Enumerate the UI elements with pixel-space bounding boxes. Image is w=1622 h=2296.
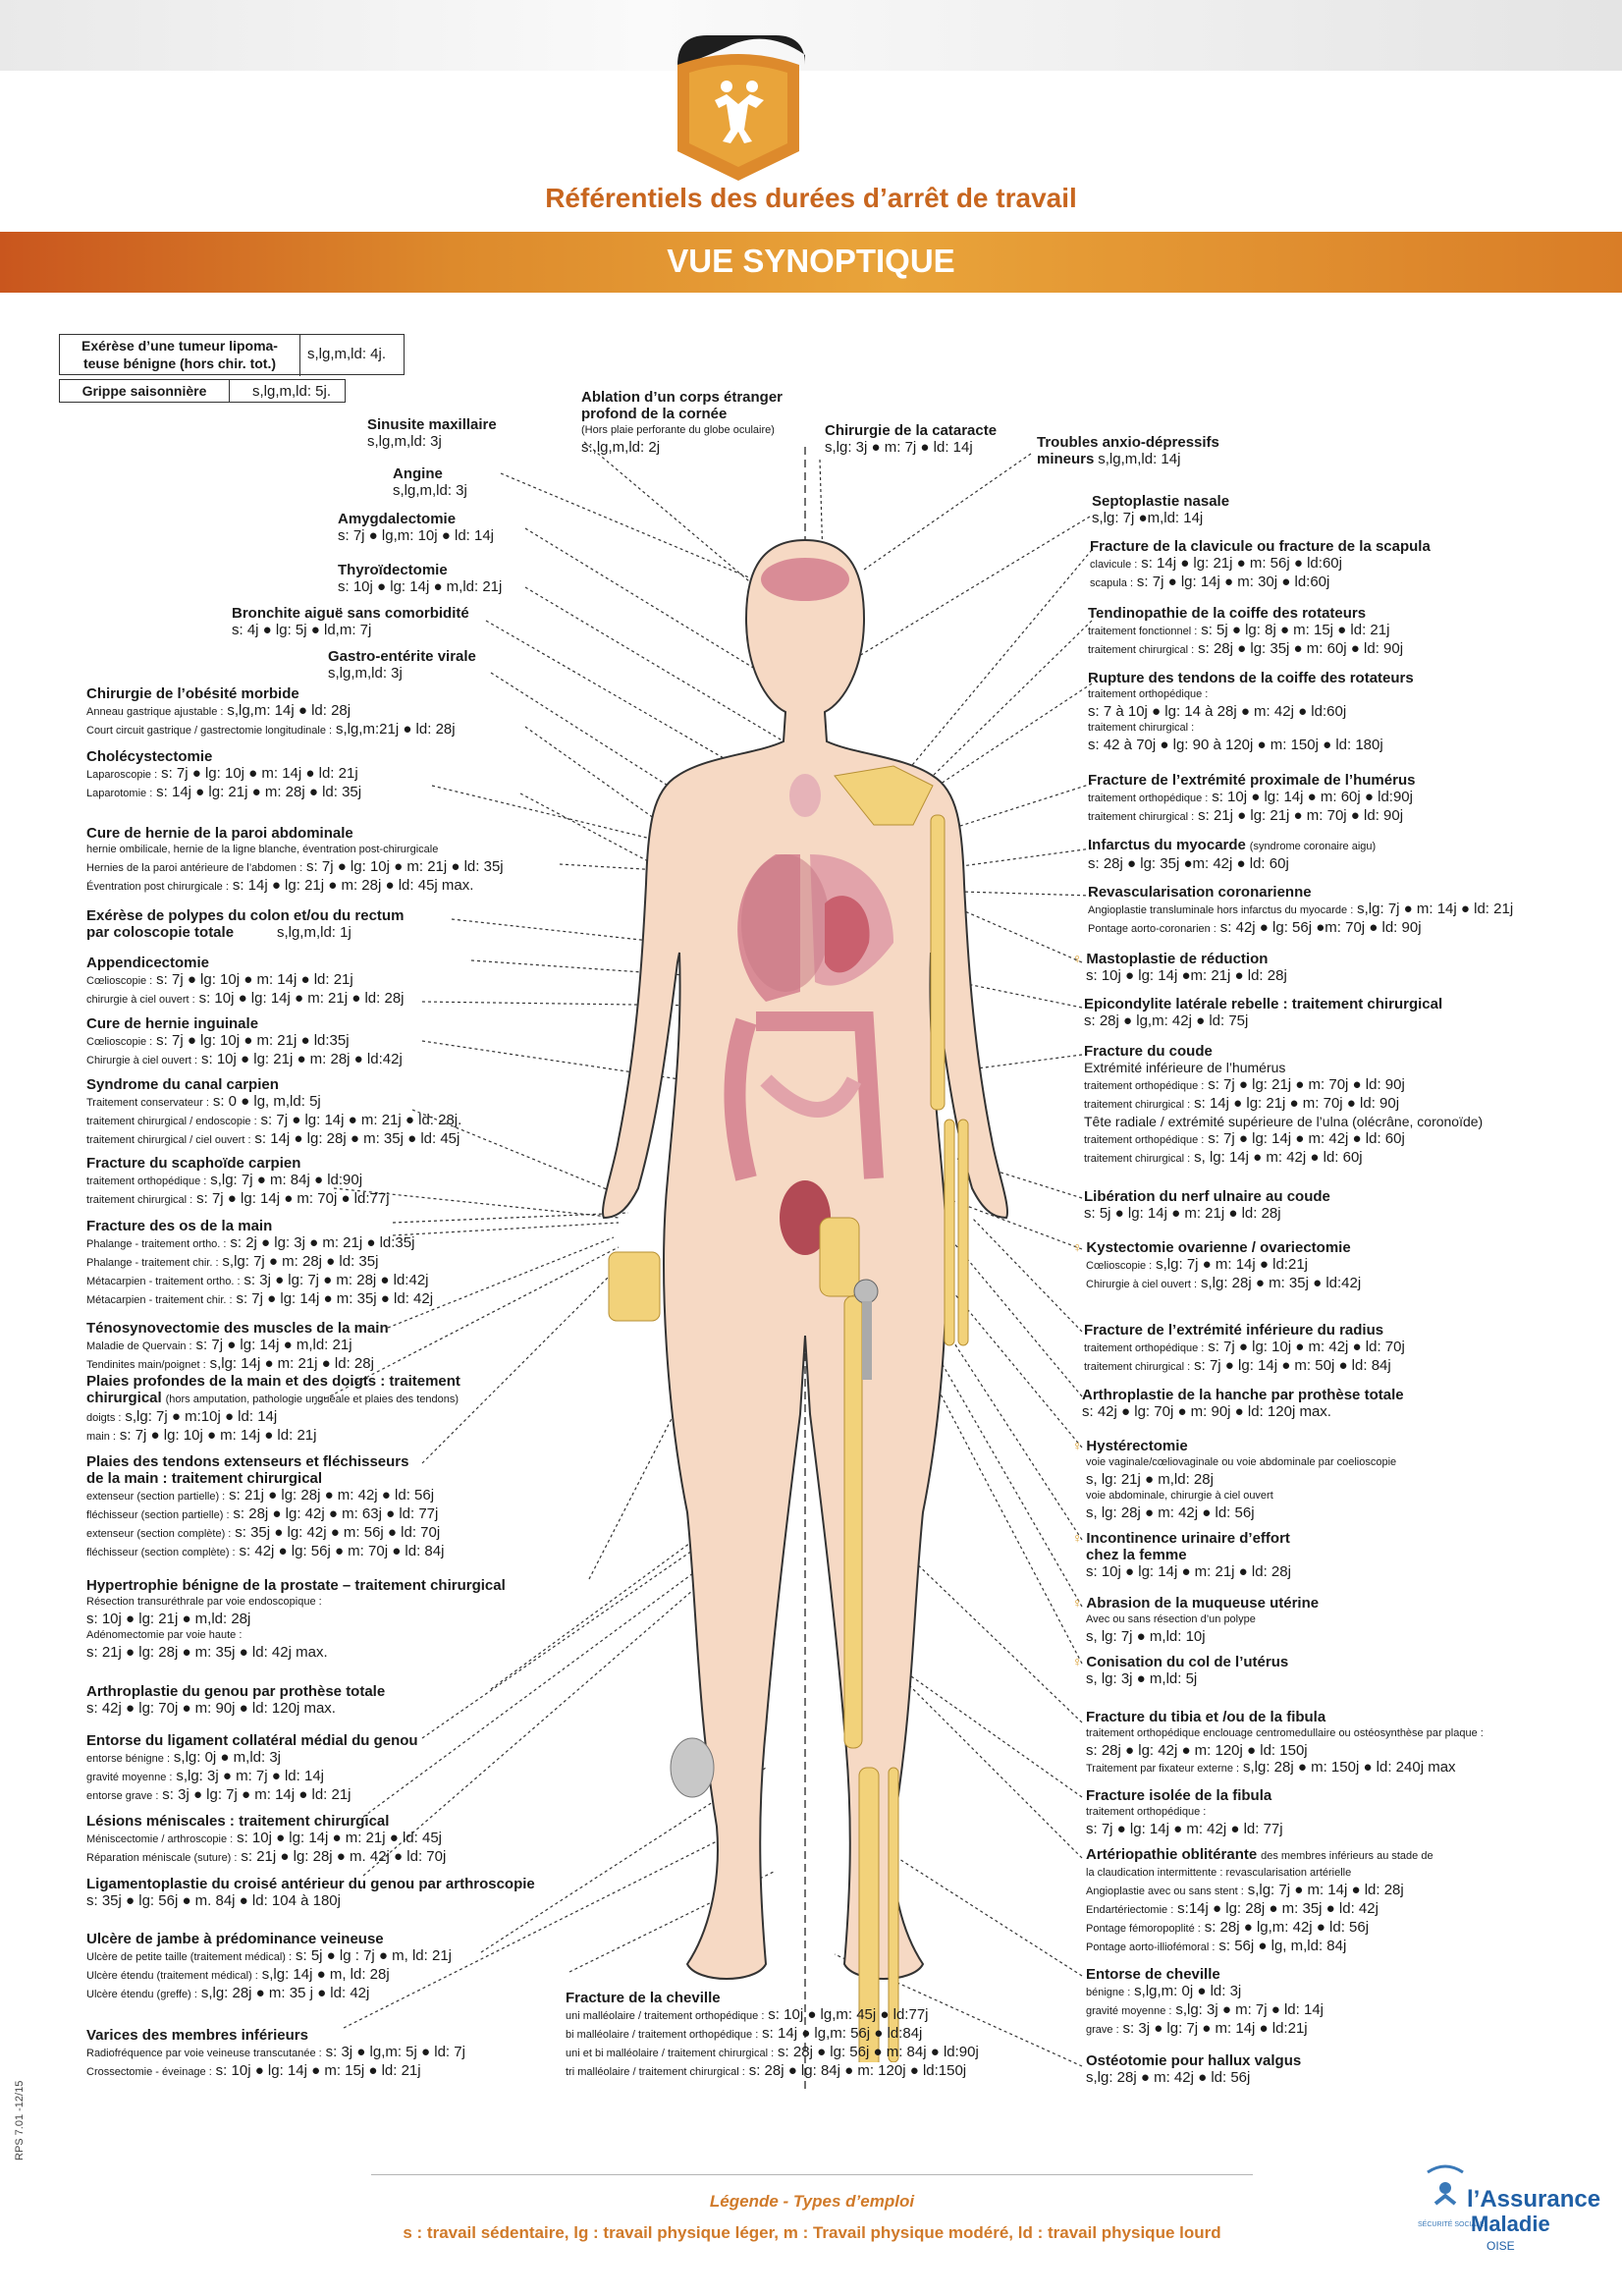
- bones: [608, 765, 969, 2062]
- assurance-maladie-brand: SÉCURITÉ SOCIALE l’Assurance Maladie OIS…: [1418, 2157, 1614, 2265]
- ann-menisque: Lésions méniscales : traitement chirurgi…: [86, 1813, 447, 1865]
- ann-cornee: Ablation d’un corps étranger profond de …: [581, 389, 784, 456]
- assurance-maladie-emblem-icon: [1427, 2164, 1464, 2206]
- document-code: RPS 7.01 -12/15: [14, 2080, 26, 2160]
- ann-entorse-genou: Entorse du ligament collatéral médial du…: [86, 1732, 418, 1803]
- box-grippe-label: Grippe saisonnière: [60, 380, 230, 402]
- female-icon: ♀: [1072, 1530, 1083, 1546]
- page-title: Référentiels des durées d’arrêt de trava…: [545, 183, 1077, 213]
- ann-arteriopathie: Artériopathie oblitérante des membres in…: [1086, 1846, 1433, 1954]
- ann-plaies-main: Plaies profondes de la main et des doigt…: [86, 1373, 460, 1444]
- ann-polypes: Exérèse de polypes du colon et/ou du rec…: [86, 907, 405, 941]
- body-figure: [602, 538, 1008, 2062]
- box-lipome-label2: teuse bénigne (hors chir. tot.): [82, 355, 277, 371]
- female-icon: ♀: [1072, 1654, 1083, 1669]
- female-icon: ♀: [1072, 951, 1083, 966]
- brand-line3: OISE: [1487, 2239, 1515, 2253]
- ann-croise: Ligamentoplastie du croisé antérieur du …: [86, 1876, 535, 1909]
- ann-hanche: Arthroplastie de la hanche par prothèse …: [1082, 1387, 1404, 1420]
- female-icon: ♀: [1072, 1239, 1083, 1255]
- assurance-maladie-logo-icon: [677, 35, 805, 181]
- legend-title: Légende - Types d’emploi: [709, 2192, 915, 2211]
- legend-text: s : travail sédentaire, lg : travail phy…: [403, 2223, 1221, 2242]
- ann-clavicule: Fracture de la clavicule ou fracture de …: [1090, 538, 1431, 590]
- hip-prosthesis: [853, 1279, 879, 1380]
- box-grippe: Grippe saisonnière s,lg,m,ld: 5j.: [59, 379, 346, 403]
- box-grippe-value: s,lg,m,ld: 5j.: [252, 383, 332, 400]
- box-lipome-label: Exérèse d’une tumeur lipoma-: [81, 338, 278, 354]
- box-lipome-value: s,lg,m,ld: 4j.: [307, 346, 387, 362]
- ann-coiffe: Tendinopathie de la coiffe des rotateurs…: [1088, 605, 1404, 657]
- ann-radius: Fracture de l’extrémité inférieure du ra…: [1084, 1322, 1405, 1374]
- ann-prostate: Hypertrophie bénigne de la prostate – tr…: [86, 1577, 506, 1661]
- box-lipome: Exérèse d’une tumeur lipoma- teuse bénig…: [59, 334, 405, 376]
- footer-divider: [371, 2174, 1253, 2175]
- ann-epicondylite: Epicondylite latérale rebelle : traiteme…: [1084, 996, 1443, 1029]
- section-banner: VUE SYNOPTIQUE: [0, 232, 1622, 293]
- ann-humerus: Fracture de l’extrémité proximale de l’h…: [1088, 772, 1416, 824]
- female-icon: ♀: [1072, 1438, 1083, 1453]
- knee-joint: [670, 1737, 715, 1798]
- ann-infarctus: Infarctus du myocarde (syndrome coronair…: [1088, 837, 1377, 872]
- body-silhouette: [602, 538, 1008, 1980]
- brand-line2: Maladie: [1471, 2212, 1550, 2236]
- organs: [724, 558, 893, 1255]
- ann-cataracte: Chirurgie de la cataracte s,lg: 3j ● m: …: [825, 422, 998, 456]
- ann-rupture-coiffe: Rupture des tendons de la coiffe des rot…: [1088, 670, 1414, 753]
- ann-genou: Arthroplastie du genou par prothèse tota…: [86, 1683, 386, 1717]
- female-icon: ♀: [1072, 1595, 1083, 1611]
- header-band: [0, 0, 1622, 71]
- brand-small: SÉCURITÉ SOCIALE: [1418, 2221, 1485, 2228]
- banner-label: VUE SYNOPTIQUE: [667, 243, 955, 279]
- brand-line1: l’Assurance: [1467, 2186, 1601, 2213]
- ann-tendons-main: Plaies des tendons extenseurs et fléchis…: [86, 1453, 445, 1559]
